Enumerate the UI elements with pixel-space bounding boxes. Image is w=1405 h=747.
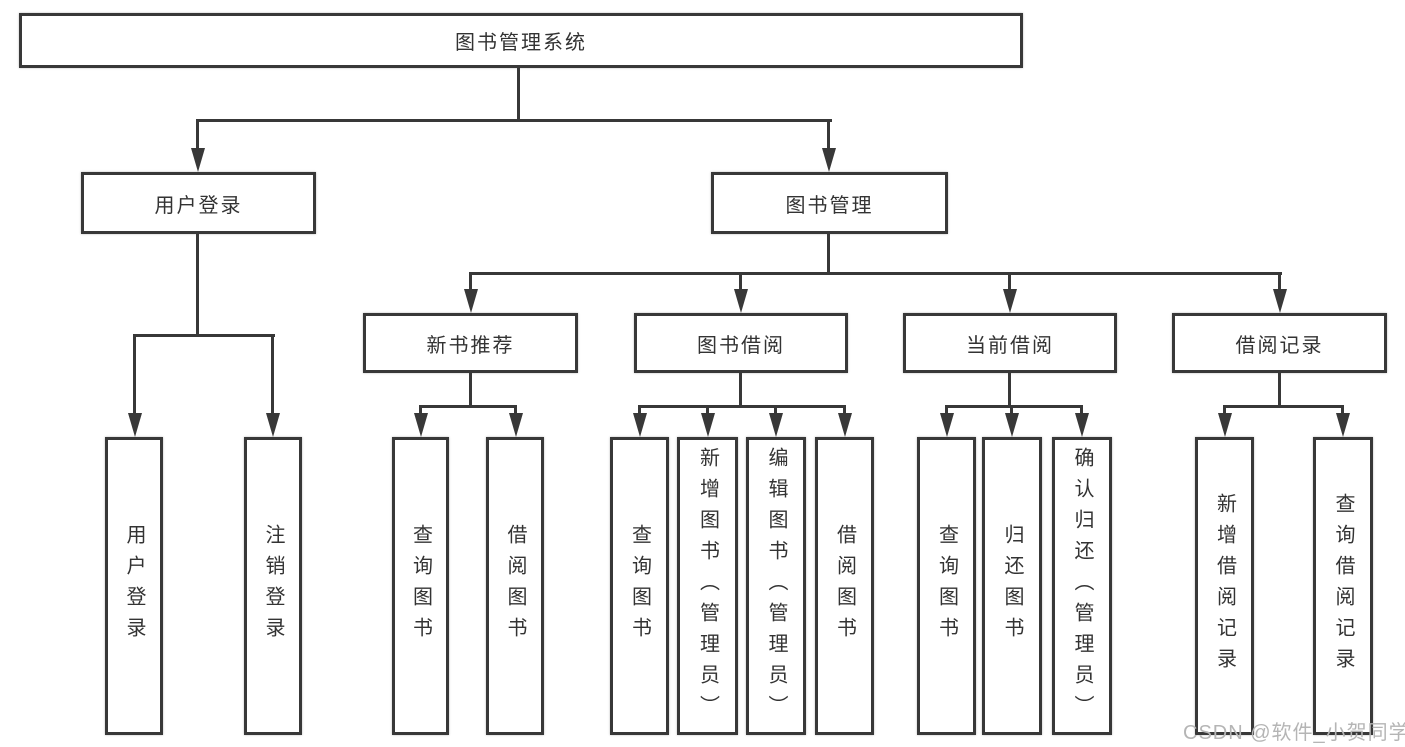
connector-vline	[1080, 405, 1083, 417]
arrow-down-icon	[1005, 413, 1019, 437]
leaf-query-books-borrow: 查询图书	[610, 437, 669, 735]
connector-hline	[1223, 405, 1344, 408]
node-borrow-records: 借阅记录	[1172, 313, 1387, 373]
csdn-watermark: CSDN @软件_小贺同学	[1183, 722, 1405, 744]
arrow-down-icon	[1273, 289, 1287, 313]
arrow-down-icon	[191, 148, 205, 172]
arrow-down-icon	[701, 413, 715, 437]
leaf-return-books: 归还图书	[982, 437, 1042, 735]
connector-vline	[196, 119, 199, 152]
connector-vline	[419, 405, 422, 417]
connector-hline	[638, 405, 846, 408]
arrow-down-icon	[769, 413, 783, 437]
connector-vline	[706, 405, 709, 417]
connector-hline	[469, 272, 1282, 275]
arrow-down-icon	[414, 413, 428, 437]
arrow-down-icon	[633, 413, 647, 437]
connector-vline	[739, 373, 742, 407]
leaf-query-borrow-record: 查询借阅记录	[1313, 437, 1373, 735]
connector-vline	[774, 405, 777, 417]
leaf-add-borrow-record: 新增借阅记录	[1195, 437, 1254, 735]
connector-hline	[419, 405, 517, 408]
connector-vline	[1223, 405, 1226, 417]
connector-vline	[1341, 405, 1344, 417]
connector-vline	[469, 373, 472, 407]
arrow-down-icon	[734, 289, 748, 313]
connector-vline	[827, 119, 830, 152]
arrow-down-icon	[128, 413, 142, 437]
connector-vline	[945, 405, 948, 417]
node-root: 图书管理系统	[19, 13, 1023, 68]
node-current-borrow: 当前借阅	[903, 313, 1117, 373]
leaf-borrow-books-recommend: 借阅图书	[486, 437, 544, 735]
leaf-add-books-admin: 新增图书（管理员）	[677, 437, 738, 735]
connector-hline	[133, 334, 275, 337]
leaf-logout: 注销登录	[244, 437, 302, 735]
arrow-down-icon	[822, 148, 836, 172]
connector-vline	[1008, 272, 1011, 291]
arrow-down-icon	[509, 413, 523, 437]
connector-vline	[827, 234, 830, 275]
connector-vline	[1008, 373, 1011, 407]
connector-vline	[517, 67, 520, 121]
arrow-down-icon	[266, 413, 280, 437]
connector-vline	[514, 405, 517, 417]
arrow-down-icon	[838, 413, 852, 437]
connector-vline	[271, 334, 274, 416]
connector-vline	[739, 272, 742, 291]
leaf-borrow-books: 借阅图书	[815, 437, 874, 735]
arrow-down-icon	[1075, 413, 1089, 437]
connector-vline	[133, 334, 136, 416]
leaf-edit-books-admin: 编辑图书（管理员）	[746, 437, 806, 735]
leaf-user-login: 用户登录	[105, 437, 163, 735]
connector-vline	[1278, 373, 1281, 407]
connector-vline	[843, 405, 846, 417]
leaf-query-books-current: 查询图书	[917, 437, 976, 735]
connector-vline	[196, 234, 199, 336]
arrow-down-icon	[1336, 413, 1350, 437]
node-book-management: 图书管理	[711, 172, 948, 234]
node-user-login: 用户登录	[81, 172, 316, 234]
arrow-down-icon	[1003, 289, 1017, 313]
leaf-query-books-recommend: 查询图书	[392, 437, 449, 735]
leaf-confirm-return-admin: 确认归还（管理员）	[1052, 437, 1112, 735]
arrow-down-icon	[464, 289, 478, 313]
connector-vline	[638, 405, 641, 417]
connector-hline	[945, 405, 1083, 408]
node-new-book-recommend: 新书推荐	[363, 313, 578, 373]
arrow-down-icon	[1218, 413, 1232, 437]
node-book-borrow: 图书借阅	[634, 313, 848, 373]
connector-hline	[196, 119, 832, 122]
connector-vline	[1278, 272, 1281, 291]
connector-vline	[469, 272, 472, 291]
connector-vline	[1010, 405, 1013, 417]
arrow-down-icon	[940, 413, 954, 437]
